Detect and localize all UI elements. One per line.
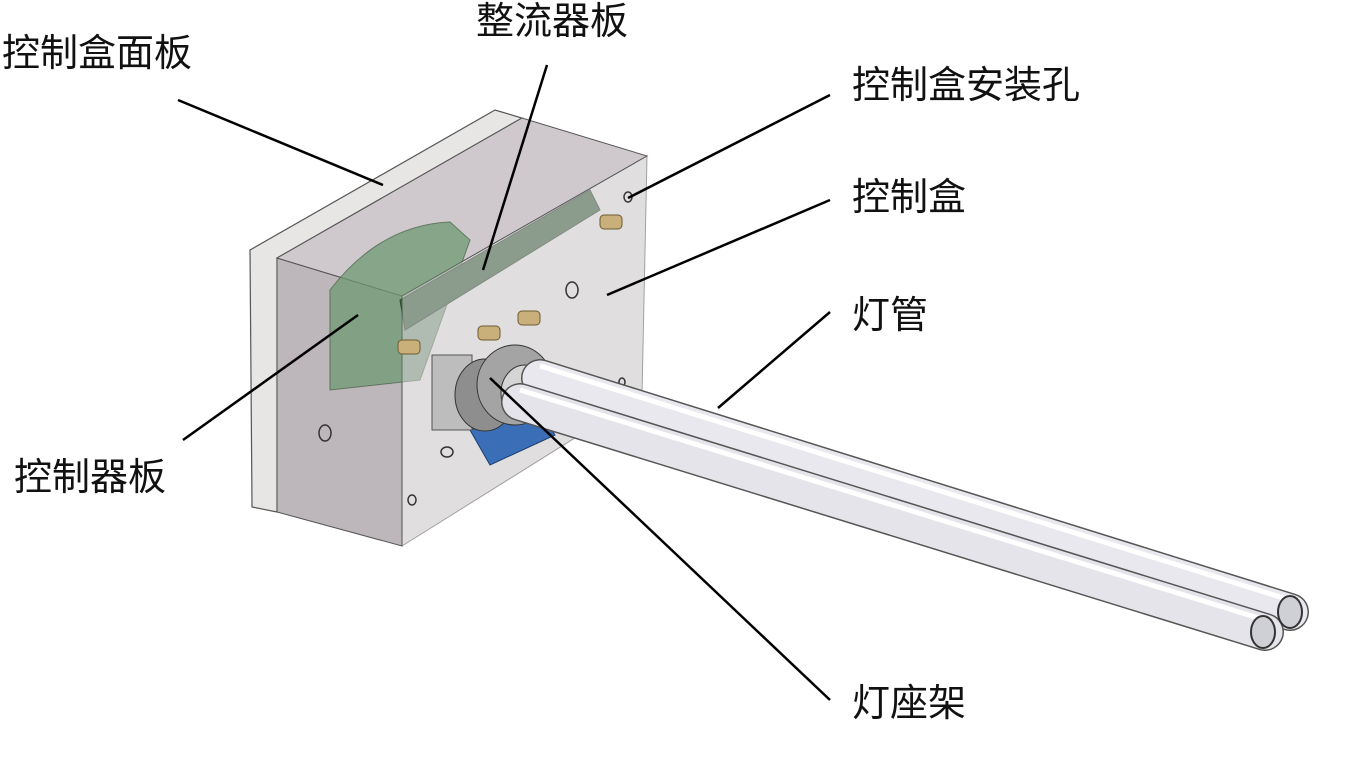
label-mounting-hole: 控制盒安装孔 [852,63,1081,107]
label-rectifier-board: 整流器板 [476,0,629,43]
label-lamp-tube: 灯管 [852,293,929,337]
controller-board [329,221,471,391]
label-panel: 控制盒面板 [2,31,193,75]
leader-lines [177,64,831,701]
label-controller-board: 控制器板 [14,455,167,499]
label-lamp-holder: 灯座架 [852,681,967,725]
label-control-box: 控制盒 [852,175,967,219]
standoffs [397,214,623,355]
lamp-tubes [501,359,1309,651]
